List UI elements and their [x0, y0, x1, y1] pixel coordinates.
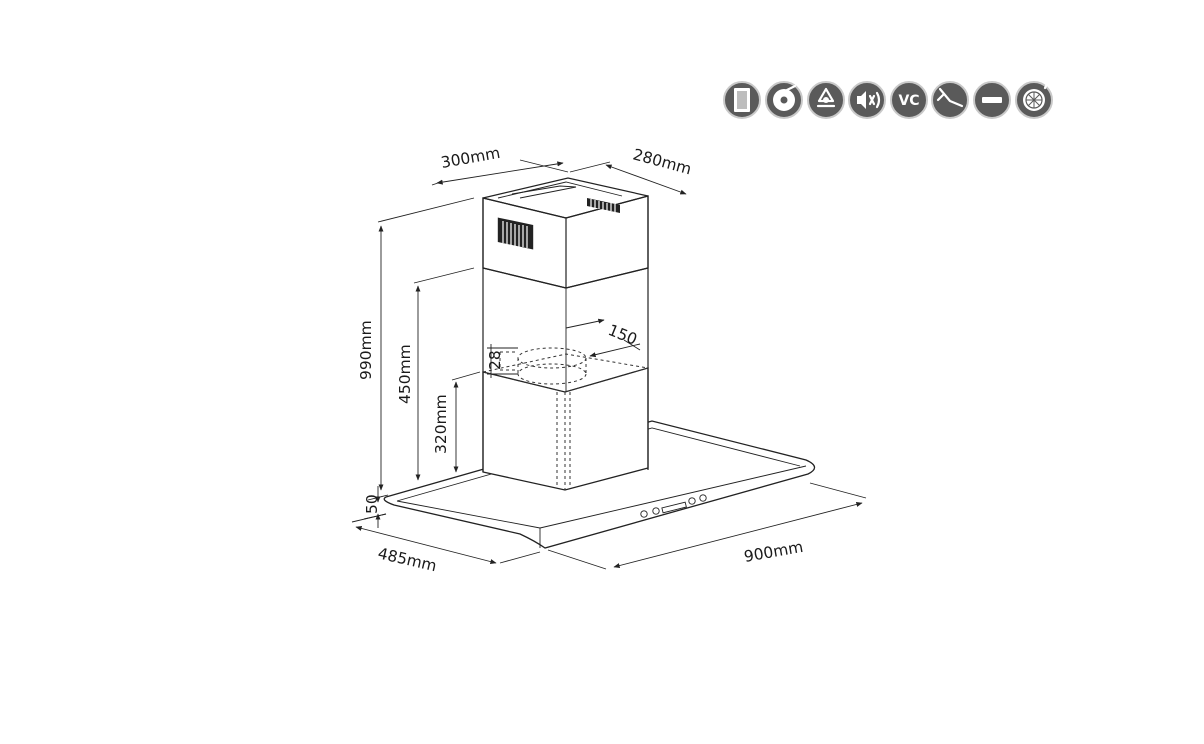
dim-canopy-thickness-label: 50 [363, 494, 381, 514]
dim-canopy-width-label: 900mm [743, 538, 805, 566]
dimension-lines [351, 159, 867, 570]
vc-icon: VC [890, 81, 928, 119]
disc-icon [765, 81, 803, 119]
dim-chimney-width-label: 300mm [440, 144, 502, 172]
recycle-icon [807, 81, 845, 119]
cooker-hood-drawing: 300mm 280mm 990mm 450mm 320mm 28 150 50 … [351, 144, 867, 575]
sound-icon [848, 81, 886, 119]
chimney-vent-right [587, 198, 620, 213]
dim-chimney-depth-label: 280mm [631, 145, 693, 178]
feature-icon-row: VC [723, 81, 1053, 119]
chimney-vent-left [497, 217, 534, 250]
dim-body-height-label: 320mm [432, 394, 450, 454]
dim-outlet-diameter-label: 150 [606, 321, 640, 349]
wall-mount-icon [931, 81, 969, 119]
turbine-fan-icon [1015, 81, 1053, 119]
dim-outlet-collar-label: 28 [486, 350, 504, 370]
vc-icon-label: VC [898, 93, 919, 109]
hood-body [482, 347, 649, 491]
filter-panel-icon [723, 81, 761, 119]
chimney [482, 177, 649, 472]
dim-total-height-label: 990mm [357, 320, 375, 380]
dim-canopy-depth-label: 485mm [376, 544, 438, 575]
dim-chimney-height-label: 450mm [396, 344, 414, 404]
minus-icon [973, 81, 1011, 119]
